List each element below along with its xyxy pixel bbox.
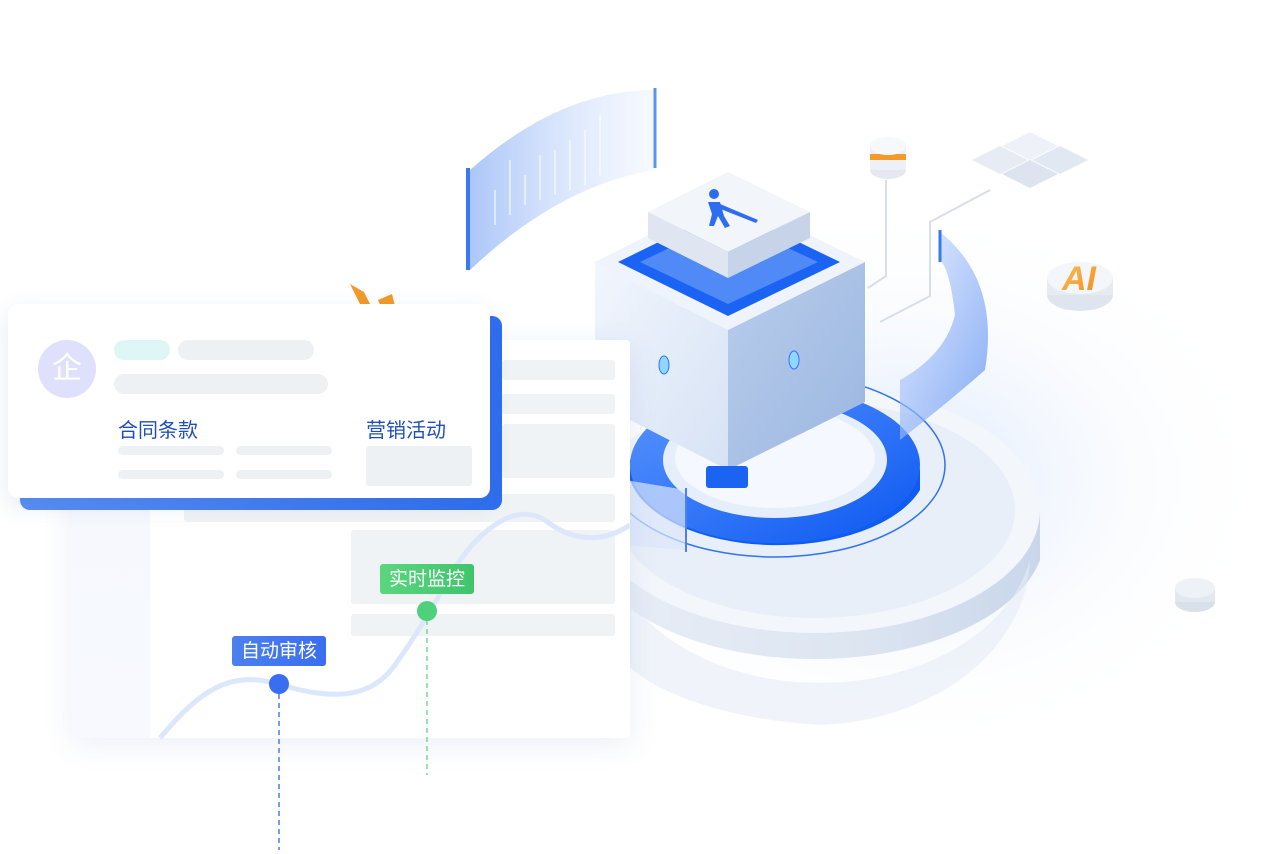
placeholder-row [502, 424, 615, 478]
subtitle-placeholder [114, 374, 328, 394]
text-placeholder [118, 470, 224, 479]
placeholder-row [502, 360, 615, 380]
realtime-monitor-tag: 实时监控 [380, 564, 475, 594]
text-placeholder [236, 446, 332, 455]
marketing-activity-label: 营销活动 [366, 418, 446, 442]
enterprise-card: 企 合同条款 营销活动 [8, 304, 490, 498]
title-placeholder [178, 340, 314, 360]
block-placeholder [366, 446, 472, 486]
auto-review-tag: 自动审核 [232, 636, 327, 666]
ai-badge: AI [1061, 260, 1098, 298]
person-pulling-icon [708, 189, 758, 228]
text-placeholder [236, 470, 332, 479]
monitor-marker [417, 601, 437, 621]
contract-terms-label: 合同条款 [118, 418, 198, 442]
placeholder-row [502, 394, 615, 414]
auto-review-marker [269, 674, 289, 694]
avatar-icon: 企 [38, 340, 96, 398]
tag-placeholder [114, 340, 170, 360]
text-placeholder [118, 446, 224, 455]
